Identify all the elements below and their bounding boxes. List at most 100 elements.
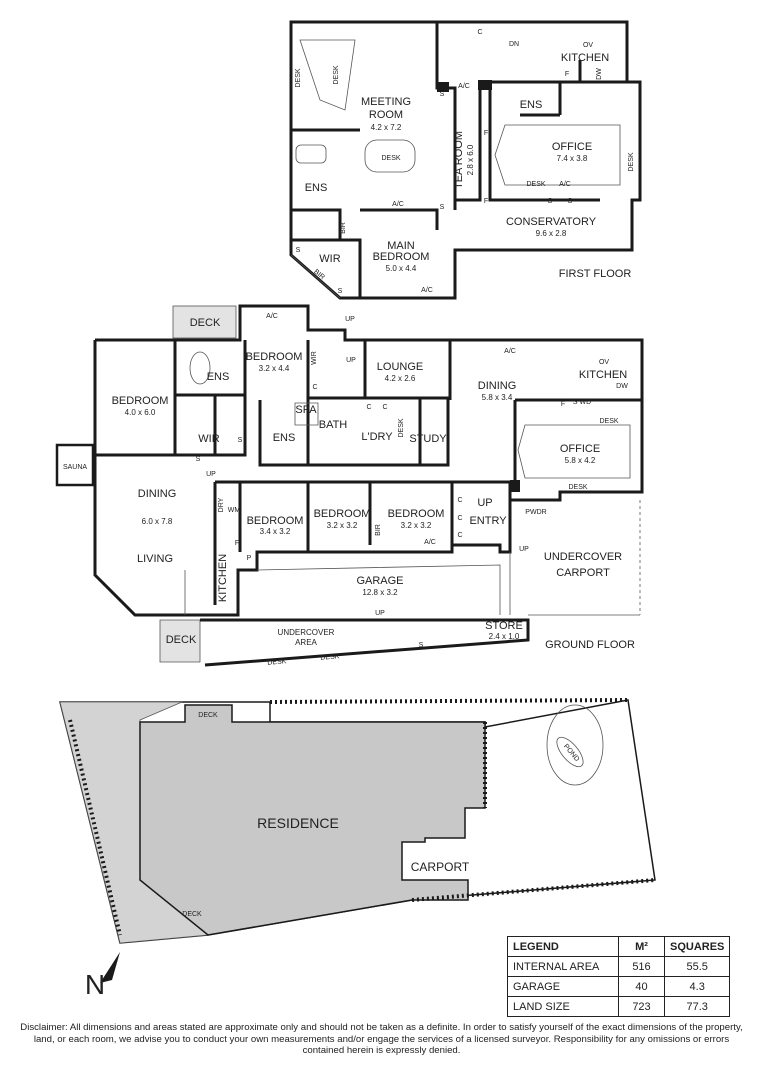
store-dim: 2.4 x 1.0	[489, 632, 520, 641]
c-label: C	[312, 384, 317, 391]
wall	[173, 340, 247, 457]
site-plan: POND RESIDENCE CARPORT DECK DECK N	[59, 698, 656, 1000]
up-label: UP	[375, 610, 385, 617]
bath-shape	[295, 144, 327, 164]
first-f-label: F	[484, 130, 488, 137]
wm-label: WM	[228, 507, 241, 514]
undercover-desk-label: DESK	[320, 653, 340, 662]
ground-dw-label: DW	[616, 383, 628, 390]
ground-deck-bottom	[159, 619, 201, 663]
f-label: F	[235, 540, 239, 547]
first-desk-shape	[299, 39, 356, 111]
desk-label: DESK	[333, 65, 340, 84]
wall	[455, 80, 482, 202]
bedroom-3-dim: 3.4 x 3.2	[260, 527, 291, 536]
entry-label: ENTRY	[469, 515, 507, 527]
spa-shape	[294, 402, 319, 426]
up-label: UP	[206, 471, 216, 478]
legend-header: LEGEND	[507, 936, 619, 957]
wall	[291, 238, 362, 298]
legend-squares: 4.3	[663, 976, 731, 997]
dry-label: DRY	[218, 497, 225, 512]
office-side-desk-label: DESK	[628, 152, 635, 171]
ground-kitchen-label: KITCHEN	[579, 369, 627, 381]
wall	[291, 208, 342, 240]
study-label: STUDY	[409, 433, 447, 445]
legend-table: LEGEND M² SQUARES INTERNAL AREA 516 55.5…	[507, 936, 731, 1017]
first-s-label: S	[296, 247, 301, 254]
legend-header: M²	[618, 936, 665, 957]
first-f-label: F	[484, 198, 488, 205]
deck-label: DECK	[190, 317, 221, 329]
north-label: N	[85, 969, 105, 1000]
wall	[308, 396, 450, 467]
column	[478, 80, 492, 90]
meeting-ac-label: A/C	[392, 201, 404, 208]
store-label: STORE	[485, 620, 523, 632]
f-label: F	[561, 401, 565, 408]
dining-lower-dim: 6.0 x 7.8	[142, 517, 173, 526]
dining-lower-label: DINING	[138, 488, 177, 500]
bath-label: BATH	[319, 419, 348, 431]
bedroom-5-label: BEDROOM	[388, 508, 445, 520]
undercover-area-label: AREA	[295, 638, 317, 647]
residence-label: RESIDENCE	[257, 815, 339, 831]
first-f-label: F	[565, 71, 569, 78]
main-bedroom-label: BEDROOM	[373, 251, 430, 263]
sauna-label: SAUNA	[63, 464, 87, 471]
deck-label: DECK	[166, 634, 197, 646]
bedroom-4-dim: 3.2 x 3.2	[327, 521, 358, 530]
office-ac-label: A/C	[559, 181, 571, 188]
c-label: C	[457, 515, 462, 522]
meeting-desk-label: DESK	[381, 155, 400, 162]
bedroom-4-label: BEDROOM	[314, 508, 371, 520]
first-s-label: S	[440, 204, 445, 211]
first-floor-title: FIRST FLOOR	[559, 268, 632, 280]
s-label: S	[238, 437, 243, 444]
first-ens-label: ENS	[520, 99, 543, 111]
bedroom-2-label: BEDROOM	[246, 351, 303, 363]
ground-ens-label: ENS	[207, 371, 230, 383]
lounge-label: LOUNGE	[377, 361, 423, 373]
s-label: S	[196, 456, 201, 463]
hedge-line	[68, 719, 122, 936]
conservatory-dim: 9.6 x 2.8	[536, 229, 567, 238]
ground-deck-top	[172, 305, 237, 339]
ground-floor-title: GROUND FLOOR	[545, 639, 635, 651]
first-floor-plan: MEETING ROOM 4.2 x 7.2 DESK DESK DESK TE…	[289, 20, 642, 300]
pond-shape	[556, 736, 584, 768]
study-desk-label: DESK	[398, 418, 405, 437]
first-kitchen-label: KITCHEN	[561, 52, 609, 64]
legend-squares: 77.3	[663, 996, 731, 1017]
ground-ens-label: ENS	[273, 432, 296, 444]
living-label: LIVING	[137, 553, 173, 565]
undercover-area-label: UNDERCOVER	[278, 628, 335, 637]
ground-office-desk-shape	[517, 424, 631, 479]
ground-office-desk-label: DESK	[599, 418, 618, 425]
ground-kitchen-label: KITCHEN	[217, 554, 229, 602]
column	[437, 82, 449, 92]
undercover-area-outline	[200, 618, 530, 667]
legend-header-row: LEGEND M² SQUARES	[507, 936, 731, 957]
office-desk-label: DESK	[526, 181, 545, 188]
up-label: UP	[345, 316, 355, 323]
legend-label: LAND SIZE	[507, 996, 619, 1017]
bir-label: BIR	[375, 524, 382, 536]
ground-office-desk-label: DESK	[568, 484, 587, 491]
residence-footprint	[139, 704, 486, 936]
ground-wir-label: WIR	[198, 433, 219, 445]
bedroom-3-label: BEDROOM	[247, 515, 304, 527]
legend-squares: 55.5	[663, 956, 731, 977]
laundry-label: L'DRY	[361, 431, 393, 443]
first-s-label: S	[338, 288, 343, 295]
legend-m2: 40	[618, 976, 665, 997]
first-dw-label: DW	[596, 68, 603, 80]
desk-label: DESK	[295, 68, 302, 87]
ground-ac-label: A/C	[266, 313, 278, 320]
ens-bath-shape	[189, 351, 211, 385]
undercover-desk-label: DESK	[267, 658, 287, 667]
ground-office-dim: 5.8 x 4.2	[565, 456, 596, 465]
first-s-label: S	[440, 91, 445, 98]
meeting-room-label: ROOM	[369, 109, 403, 121]
